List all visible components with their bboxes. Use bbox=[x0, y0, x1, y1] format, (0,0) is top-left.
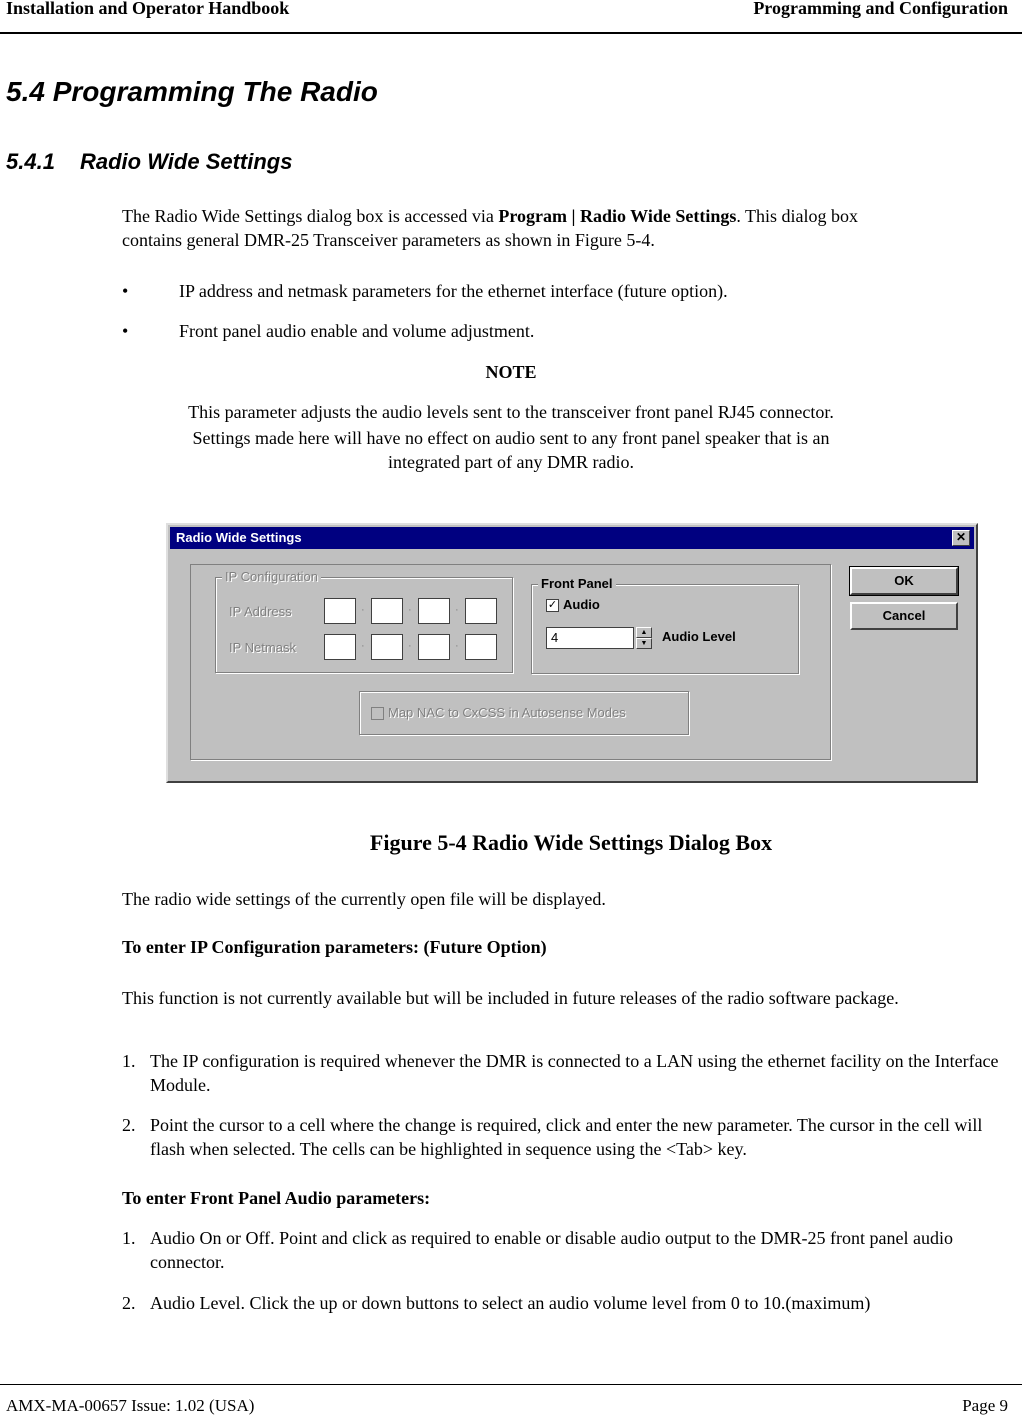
note-title: NOTE bbox=[485, 362, 537, 382]
ip-configuration-group: IP Configuration IP Address IP Netmask ·… bbox=[215, 569, 513, 673]
page-header: Installation and Operator Handbook Progr… bbox=[0, 0, 1022, 34]
intro-line2: contains general DMR-25 Transceiver para… bbox=[122, 230, 655, 250]
header-right: Programming and Configuration bbox=[753, 0, 1008, 18]
dot-separator-icon: · bbox=[455, 640, 459, 652]
ip-address-octet-4[interactable] bbox=[465, 598, 497, 624]
dot-separator-icon: · bbox=[455, 604, 459, 616]
note-line-2: Settings made here will have no effect o… bbox=[192, 428, 830, 448]
step-text: Audio On or Off. Point and click as requ… bbox=[150, 1228, 953, 1272]
step-text: Audio Level. Click the up or down button… bbox=[150, 1293, 871, 1313]
note-line-1: This parameter adjusts the audio levels … bbox=[188, 402, 834, 422]
step-text: The IP configuration is required wheneve… bbox=[150, 1051, 999, 1095]
ip-address-label: IP Address bbox=[229, 604, 292, 619]
dot-separator-icon: · bbox=[408, 640, 412, 652]
step-text: Point the cursor to a cell where the cha… bbox=[150, 1115, 983, 1159]
ip-netmask-label: IP Netmask bbox=[229, 640, 296, 655]
paragraph-future: This function is not currently available… bbox=[122, 988, 899, 1008]
cancel-button[interactable]: Cancel bbox=[850, 602, 958, 630]
step-number: 1. bbox=[122, 1228, 136, 1248]
audio-level-label: Audio Level bbox=[662, 629, 736, 644]
bullet-dot: • bbox=[122, 321, 129, 341]
menu-path: Program | Radio Wide Settings bbox=[498, 206, 737, 226]
ip-heading: To enter IP Configuration parameters: (F… bbox=[122, 937, 547, 957]
bullet-text: IP address and netmask parameters for th… bbox=[179, 281, 728, 301]
ip-step: 1. The IP configuration is required when… bbox=[122, 1049, 1007, 1097]
close-icon[interactable]: ✕ bbox=[952, 530, 970, 546]
audio-heading: To enter Front Panel Audio parameters: bbox=[122, 1188, 431, 1208]
page-number: Page 9 bbox=[962, 1396, 1008, 1415]
map-nac-group: Map NAC to CxCSS in Autosense Modes bbox=[359, 691, 689, 735]
dot-separator-icon: · bbox=[361, 604, 365, 616]
intro-pre: The Radio Wide Settings dialog box is ac… bbox=[122, 206, 499, 226]
spin-down-icon[interactable]: ▼ bbox=[636, 638, 652, 649]
audio-step: 1. Audio On or Off. Point and click as r… bbox=[122, 1226, 982, 1274]
subsection-name: Radio Wide Settings bbox=[80, 149, 293, 174]
ok-button[interactable]: OK bbox=[849, 566, 959, 596]
spin-up-icon[interactable]: ▲ bbox=[636, 627, 652, 638]
settings-frame: IP Configuration IP Address IP Netmask ·… bbox=[190, 564, 831, 760]
ip-step: 2. Point the cursor to a cell where the … bbox=[122, 1113, 1007, 1161]
intro-post: . This dialog box bbox=[736, 206, 859, 226]
ip-address-octet-2[interactable] bbox=[371, 598, 403, 624]
paragraph-display: The radio wide settings of the currently… bbox=[122, 889, 606, 909]
ip-configuration-label: IP Configuration bbox=[222, 569, 321, 584]
audio-checkbox[interactable]: ✓ bbox=[546, 599, 559, 612]
audio-checkbox-label[interactable]: Audio bbox=[563, 597, 600, 612]
ip-netmask-octet-2[interactable] bbox=[371, 634, 403, 660]
dialog-title: Radio Wide Settings bbox=[176, 530, 302, 545]
step-number: 2. bbox=[122, 1293, 136, 1313]
intro-paragraph: The Radio Wide Settings dialog box is ac… bbox=[122, 204, 1002, 252]
map-nac-checkbox[interactable] bbox=[371, 707, 384, 720]
section-title: 5.4 Programming The Radio bbox=[6, 76, 378, 107]
ip-address-octet-1[interactable] bbox=[324, 598, 356, 624]
front-panel-group: Front Panel ✓ Audio 4 ▲ ▼ Audio Level bbox=[531, 576, 799, 674]
dot-separator-icon: · bbox=[408, 604, 412, 616]
bullet-text: Front panel audio enable and volume adju… bbox=[179, 321, 535, 341]
dot-separator-icon: · bbox=[361, 640, 365, 652]
header-left: Installation and Operator Handbook bbox=[6, 0, 290, 18]
note-line-3: integrated part of any DMR radio. bbox=[388, 452, 634, 472]
ip-netmask-octet-1[interactable] bbox=[324, 634, 356, 660]
audio-step: 2. Audio Level. Click the up or down but… bbox=[122, 1291, 1007, 1315]
dialog-titlebar[interactable]: Radio Wide Settings ✕ bbox=[170, 527, 974, 549]
radio-wide-settings-dialog: Radio Wide Settings ✕ IP Configuration I… bbox=[166, 523, 978, 783]
footer-rule bbox=[0, 1384, 1022, 1385]
front-panel-label: Front Panel bbox=[538, 576, 616, 591]
footer-left: AMX-MA-00657 Issue: 1.02 (USA) bbox=[6, 1396, 255, 1415]
step-number: 2. bbox=[122, 1115, 136, 1135]
audio-level-input[interactable]: 4 bbox=[546, 627, 634, 649]
map-nac-label: Map NAC to CxCSS in Autosense Modes bbox=[388, 705, 626, 720]
subsection-title: 5.4.1 Radio Wide Settings bbox=[6, 149, 292, 175]
figure-caption: Figure 5-4 Radio Wide Settings Dialog Bo… bbox=[369, 830, 773, 855]
ip-netmask-octet-3[interactable] bbox=[418, 634, 450, 660]
ip-netmask-octet-4[interactable] bbox=[465, 634, 497, 660]
ip-address-octet-3[interactable] bbox=[418, 598, 450, 624]
subsection-number: 5.4.1 bbox=[6, 149, 55, 174]
bullet-dot: • bbox=[122, 281, 129, 301]
step-number: 1. bbox=[122, 1051, 136, 1071]
